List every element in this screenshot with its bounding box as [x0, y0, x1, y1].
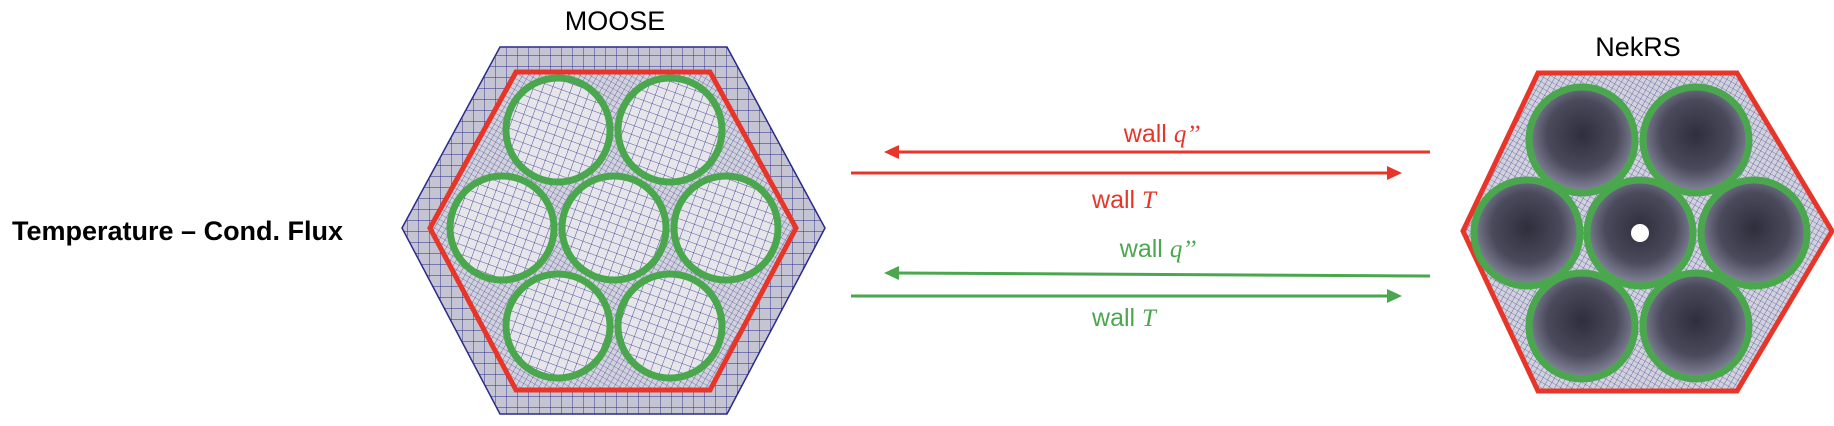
moose-pin — [502, 74, 614, 186]
nekrs-pin — [1697, 176, 1811, 290]
arrowhead-red-left — [884, 145, 899, 159]
nekrs-title: NekRS — [1595, 32, 1681, 62]
row-label: Temperature – Cond. Flux — [12, 216, 343, 246]
arrowhead-green-right — [1387, 289, 1402, 303]
moose-pin — [558, 172, 670, 284]
nekrs-pin — [1525, 83, 1639, 197]
moose-title: MOOSE — [565, 6, 666, 36]
arrow-label-red-t: wall T — [1091, 186, 1158, 214]
nekrs-pin — [1470, 176, 1584, 290]
arrow-label-green-t: wall T — [1091, 304, 1158, 332]
nekrs-pin — [1525, 269, 1639, 383]
arrow-label-red-q: wall q’’ — [1123, 120, 1200, 148]
moose-pin — [502, 270, 614, 382]
nekrs-pin — [1639, 83, 1753, 197]
arrowhead-green-left — [884, 266, 899, 280]
moose-pin — [446, 172, 558, 284]
moose-pin — [614, 74, 726, 186]
coupling-arrows: wall q’’ wall T wall q’’ wall T — [851, 120, 1431, 332]
moose-duct-boundary — [427, 69, 799, 393]
arrow-label-green-q: wall q’’ — [1119, 235, 1196, 263]
nekrs-center-hole — [1631, 224, 1649, 242]
arrow-green-to-left — [895, 271, 1431, 278]
moose-pin — [614, 270, 726, 382]
arrowhead-red-right — [1387, 166, 1402, 180]
moose-mesh — [401, 46, 826, 415]
nekrs-mesh — [1460, 70, 1834, 394]
moose-pin — [670, 172, 782, 284]
moose-pins — [446, 74, 782, 382]
nekrs-pin — [1639, 269, 1753, 383]
